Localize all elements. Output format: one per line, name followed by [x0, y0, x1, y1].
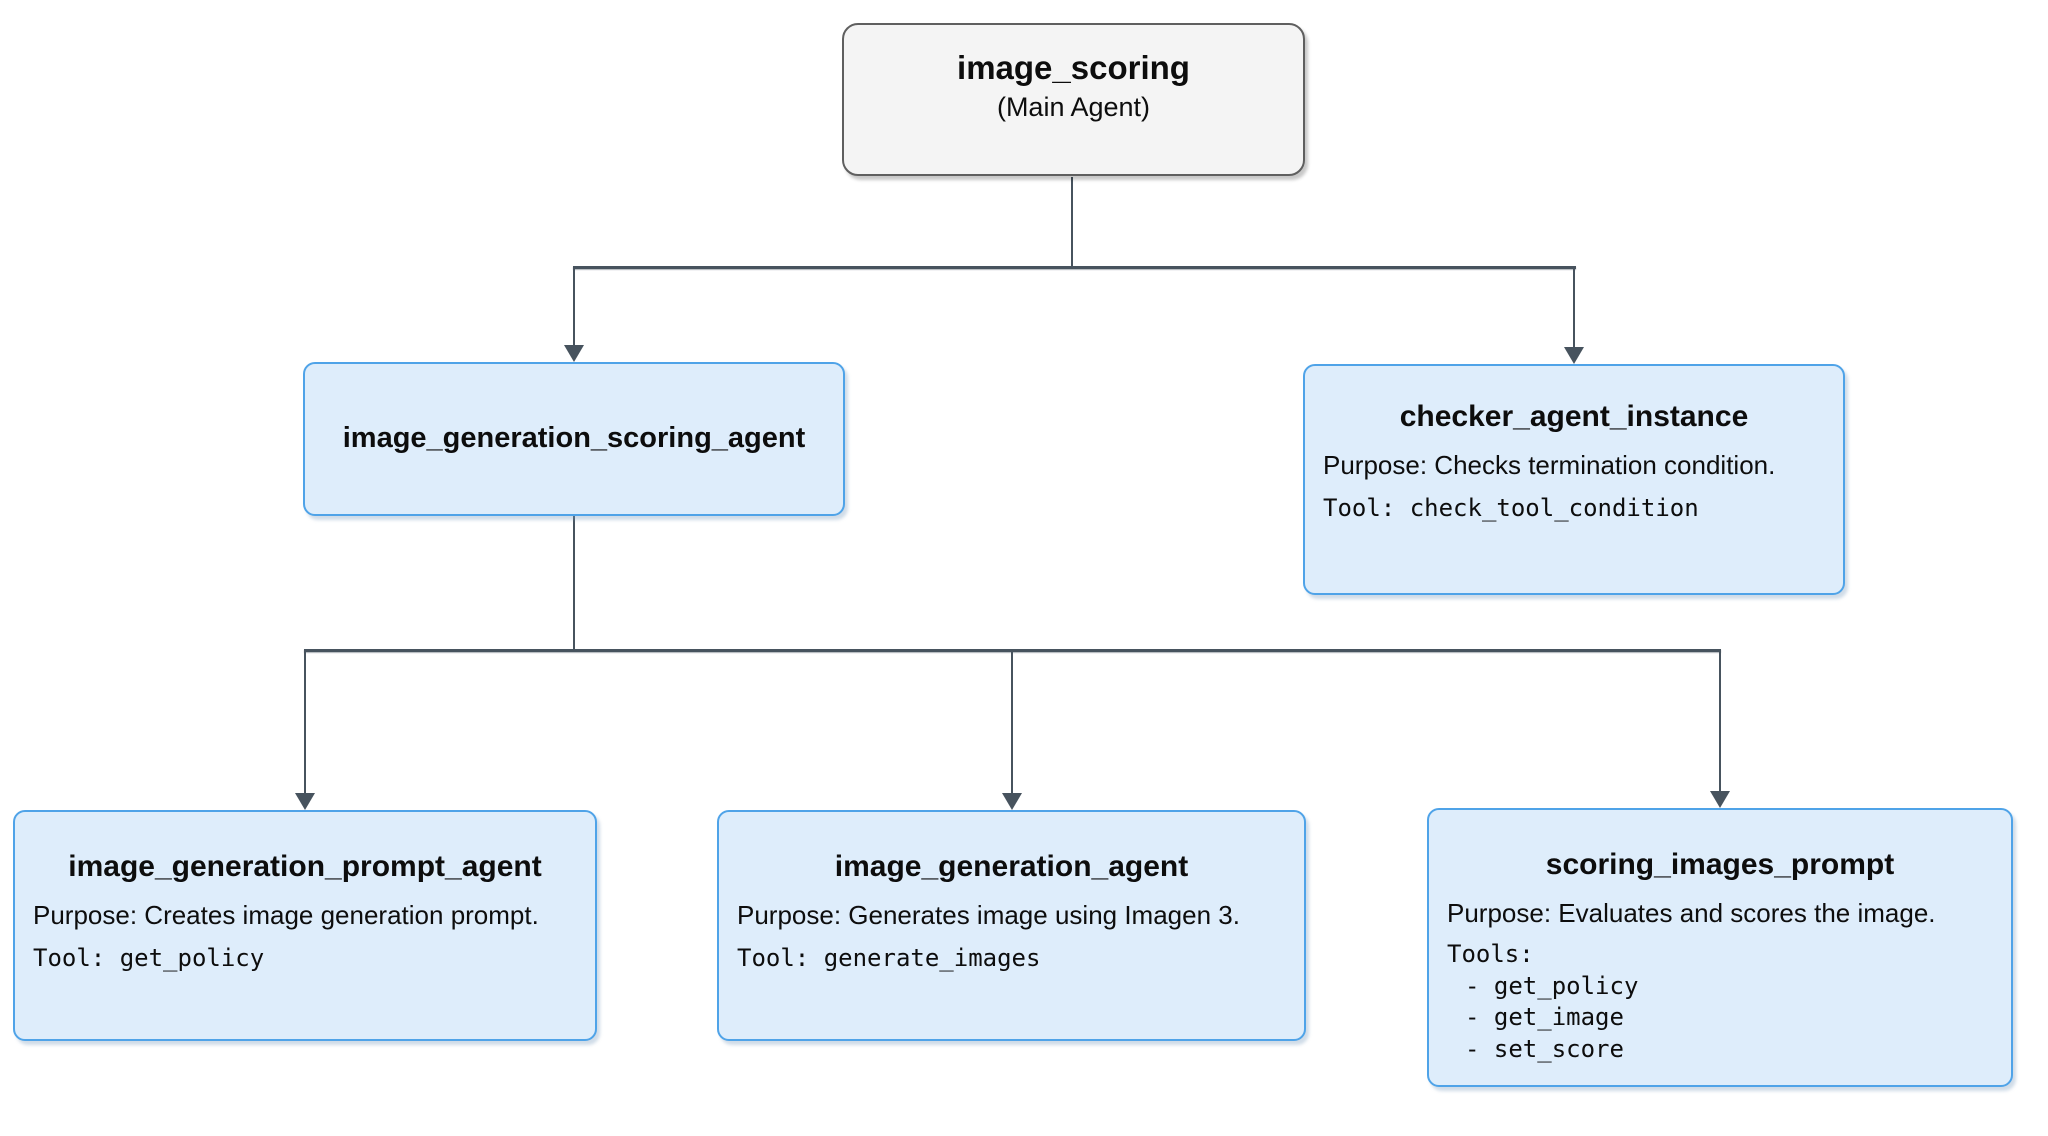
edge-drop-checker: [1573, 266, 1575, 349]
node-title: image_generation_scoring_agent: [342, 422, 806, 455]
edge-level1-rail: [573, 266, 1576, 269]
node-tool: Tool: get_policy: [33, 944, 265, 972]
node-title: image_scoring: [957, 49, 1190, 86]
node-purpose: Purpose: Evaluates and scores the image.: [1447, 897, 1936, 928]
node-image-generation-agent: image_generation_agent Purpose: Generate…: [717, 810, 1306, 1041]
node-purpose: Purpose: Generates image using Imagen 3.: [737, 899, 1240, 930]
node-purpose: Purpose: Creates image generation prompt…: [33, 899, 539, 930]
node-image-scoring: image_scoring (Main Agent): [842, 23, 1305, 176]
node-tool-list-item: - set_score: [1465, 1035, 1624, 1064]
node-title: checker_agent_instance: [1399, 400, 1749, 433]
edge-main-stem: [1071, 177, 1073, 268]
node-title: scoring_images_prompt: [1545, 848, 1895, 881]
node-tool-list-item: - get_image: [1465, 1003, 1624, 1032]
node-image-generation-prompt-agent: image_generation_prompt_agent Purpose: C…: [13, 810, 597, 1041]
arrowhead-scoring-prompt: [1710, 791, 1730, 808]
edge-drop-prompt-agent: [304, 649, 306, 794]
node-checker-agent-instance: checker_agent_instance Purpose: Checks t…: [1303, 364, 1845, 595]
edge-drop-generation-agent: [1011, 649, 1013, 794]
edge-scoring-agent-stem: [573, 516, 575, 651]
edge-drop-scoring-prompt: [1719, 649, 1721, 792]
arrowhead-checker: [1564, 347, 1584, 364]
node-tools-label: Tools:: [1447, 940, 1534, 968]
node-tool: Tool: generate_images: [737, 944, 1041, 972]
node-tool-list-item: - get_policy: [1465, 971, 1639, 1000]
arrowhead-prompt-agent: [295, 793, 315, 810]
node-title: image_generation_prompt_agent: [68, 850, 542, 883]
node-image-generation-scoring-agent: image_generation_scoring_agent: [303, 362, 845, 516]
node-subtitle: (Main Agent): [996, 91, 1151, 122]
node-scoring-images-prompt: scoring_images_prompt Purpose: Evaluates…: [1427, 808, 2013, 1087]
arrowhead-scoring-agent: [564, 345, 584, 362]
arrowhead-generation-agent: [1002, 793, 1022, 810]
node-title: image_generation_agent: [834, 850, 1189, 883]
node-purpose: Purpose: Checks termination condition.: [1323, 449, 1776, 480]
edge-drop-scoring-agent: [573, 266, 575, 347]
node-tool: Tool: check_tool_condition: [1323, 494, 1699, 522]
